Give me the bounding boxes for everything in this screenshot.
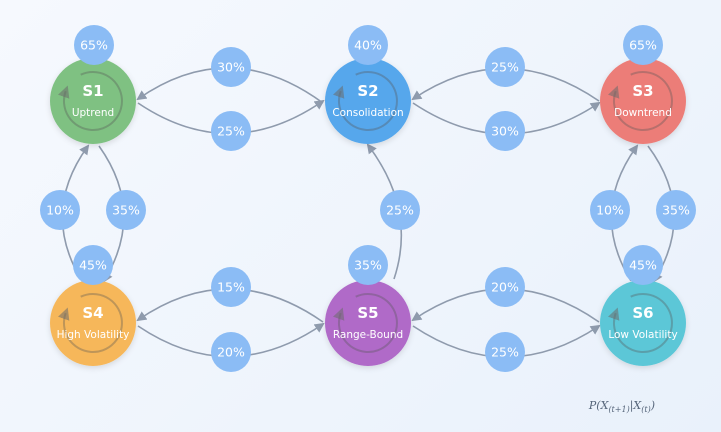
edge-s4-to-s1-prob-badge-label: 10% [46,203,74,218]
edge-s1-to-s2-prob-badge-label: 25% [217,124,245,139]
edge-s3-to-s6-prob-badge: 35% [656,190,696,230]
edge-s3-to-s2-prob-badge-label: 25% [491,60,519,75]
state-s2-self-loop [333,70,398,131]
edge-s6-to-s3-prob-badge-label: 10% [596,203,624,218]
state-s2-self-prob-badge: 40% [348,25,388,65]
edge-s2-to-s3-prob-badge: 30% [485,111,525,151]
state-s1-self-prob-badge-bubble [74,25,114,65]
state-s1-label: Uptrend [72,107,114,119]
state-s4-code: S4 [82,304,103,322]
state-s3-self-prob-badge-label: 65% [629,38,657,53]
state-s4-label: High Volatility [57,329,130,341]
state-s4-self-prob-badge-bubble [73,245,113,285]
edge-s6-to-s3-prob-badge-bubble [590,190,630,230]
state-s4-self-prob-badge-label: 45% [79,258,107,273]
edge-s5-to-s4-prob-badge: 15% [211,267,251,307]
state-s5-self-prob-badge: 35% [348,245,388,285]
state-s3-circle [600,58,686,144]
state-s1-circle [50,58,136,144]
state-s6-circle [600,280,686,366]
edge-s6-to-s5-prob-badge: 20% [485,267,525,307]
edge-s4-to-s5-prob-badge-label: 20% [217,345,245,360]
edge-s2-to-s1-prob-badge: 30% [211,47,251,87]
state-s1-self-loop [58,70,123,131]
edge-s1-to-s4-prob-badge-label: 35% [112,203,140,218]
state-s2-circle [325,58,411,144]
edge-s5-to-s6-prob-badge: 25% [485,332,525,372]
edge-s4-to-s5-prob-badge-bubble [211,332,251,372]
edge-s4-to-s5-prob-badge: 20% [211,332,251,372]
state-s6-code: S6 [632,304,653,322]
state-s4-self-loop [58,292,123,353]
state-s6-self-prob-badge: 45% [623,245,663,285]
edge-s3-to-s2-prob-badge: 25% [485,47,525,87]
edge-s5-to-s6-prob-badge-bubble [485,332,525,372]
edge-s2-to-s3-prob-badge-bubble [485,111,525,151]
state-s6-label: Low Volatility [608,329,677,341]
state-s3-self-loop [608,70,673,131]
edge-s6-to-s3-prob-badge: 10% [590,190,630,230]
edge-s5-to-s2-prob-badge-label: 25% [386,203,414,218]
edge-s4-to-s1-prob-badge-bubble [40,190,80,230]
edge-s1-to-s2-prob-badge: 25% [211,111,251,151]
edge-s5-to-s6-prob-badge-label: 25% [491,345,519,360]
edge-s5-to-s4-prob-badge-label: 15% [217,280,245,295]
state-s6-self-prob-badge-bubble [623,245,663,285]
transition-formula: P(X(t+1)|X(t)) [588,398,655,414]
state-s1-self-prob-badge-label: 65% [80,38,108,53]
state-s2-code: S2 [357,82,378,100]
state-s5-self-prob-badge-bubble [348,245,388,285]
edge-s1-to-s4-prob-badge: 35% [106,190,146,230]
edge-s3-to-s6-prob-badge-bubble [656,190,696,230]
edge-s6-to-s5-prob-badge-bubble [485,267,525,307]
state-s5-code: S5 [357,304,378,322]
edge-s5-to-s4-prob-badge-bubble [211,267,251,307]
state-s1-self-prob-badge: 65% [74,25,114,65]
state-s2-self-prob-badge-bubble [348,25,388,65]
state-s5-self-loop [333,292,398,353]
edge-s2-to-s1-prob-badge-label: 30% [217,60,245,75]
state-s3-self-prob-badge: 65% [623,25,663,65]
state-s1-code: S1 [82,82,103,100]
state-s2-self-prob-badge-label: 40% [354,38,382,53]
state-s6-self-loop [608,292,673,353]
edge-s4-to-s1-prob-badge: 10% [40,190,80,230]
state-s3-label: Downtrend [614,107,672,119]
edge-s3-to-s6-prob-badge-label: 35% [662,203,690,218]
state-s5-self-prob-badge-label: 35% [354,258,382,273]
state-s2-label: Consolidation [332,107,403,119]
state-s6-self-prob-badge-label: 45% [629,258,657,273]
probability-badges: 30% 25% 25% 30% 15% 20% 20% 25% 10% 35% 25% 10% 35% 6… [40,25,696,372]
edge-s2-to-s3-prob-badge-label: 30% [491,124,519,139]
edge-s1-to-s4-prob-badge-bubble [106,190,146,230]
edge-s2-to-s1-prob-badge-bubble [211,47,251,87]
edge-s3-to-s2-prob-badge-bubble [485,47,525,87]
state-s3-code: S3 [632,82,653,100]
state-s3-self-prob-badge-bubble [623,25,663,65]
state-s4-circle [50,280,136,366]
edge-s1-to-s2-prob-badge-bubble [211,111,251,151]
edge-s6-to-s5-prob-badge-label: 20% [491,280,519,295]
edge-s5-to-s2-prob-badge: 25% [380,190,420,230]
state-s4-self-prob-badge: 45% [73,245,113,285]
state-s5-circle [325,280,411,366]
state-s5-label: Range-Bound [333,329,403,341]
edge-s5-to-s2-prob-badge-bubble [380,190,420,230]
